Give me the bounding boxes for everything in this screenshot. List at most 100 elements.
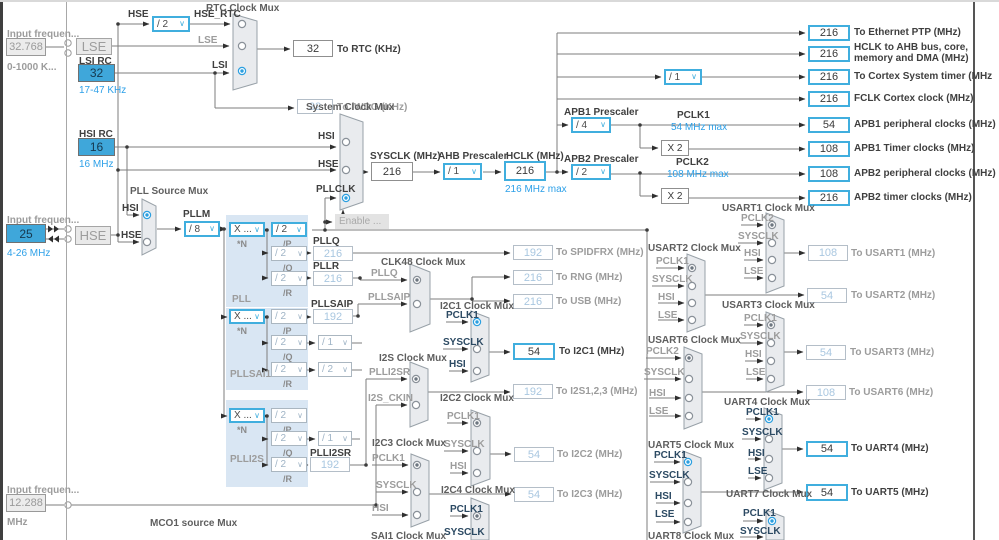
chevron-down-icon: ∨ [342,366,348,374]
apb2-prescaler-select[interactable]: / 2∨ [571,164,611,180]
usart6-hsi-radio[interactable] [685,394,692,401]
fclk-cortex-value[interactable]: 216 [808,91,850,107]
rtc-lsi-radio[interactable] [238,67,245,74]
i2c1-label: To I2C1 (MHz) [559,346,624,357]
pllsai-r2-select[interactable]: / 2∨ [318,362,352,377]
uart5-lse-label: LSE [655,509,674,520]
uart4-hsi-radio[interactable] [765,455,772,462]
uart4-value[interactable]: 54 [806,441,848,457]
clk48-mux-title: CLK48 Clock Mux [381,257,465,268]
ahb-prescaler-select[interactable]: / 1∨ [443,163,482,180]
enable-css-button[interactable]: Enable ... [335,214,389,229]
usart1-pclk2-label: PCLK2 [741,213,774,224]
rng-label: To RNG (MHz) [556,272,622,283]
usart6-sysclk-radio[interactable] [685,375,692,382]
i2c3-hsi-radio[interactable] [413,511,420,518]
chevron-down-icon: ∨ [297,313,303,321]
plli2s-n-select[interactable]: X ...∨ [229,408,265,423]
pll-p-select[interactable]: / 2∨ [271,222,307,237]
usart1-hsi-radio[interactable] [768,256,775,263]
clk48-pllq-radio[interactable] [413,276,420,283]
i2s-ckin-radio[interactable] [412,401,419,408]
i2c1-value[interactable]: 54 [513,343,555,360]
ethernet-ptp-label: To Ethernet PTP (MHz) [854,27,961,38]
i2s-ckin-frequency-field[interactable]: 12.288 [6,494,46,512]
pllsai-n-label: *N [237,326,247,336]
cortex-timer-divider-select[interactable]: / 1∨ [664,69,702,85]
apb1-prescaler-select[interactable]: / 4∨ [571,117,611,133]
apb1-timer-label: APB1 Timer clocks (MHz) [854,143,974,154]
sys-hse-radio[interactable] [342,166,349,173]
apb1-peripheral-value[interactable]: 54 [808,117,850,133]
pclk1-max-hint: 54 MHz max [671,122,727,133]
clk48-pllsaip-radio[interactable] [413,300,420,307]
apb2-timer-label: APB2 timer clocks (MHz) [854,192,972,203]
plli2s-n-label: *N [237,425,247,435]
usart1-value: 108 [808,245,848,261]
rtc-lse-radio[interactable] [238,42,245,49]
usart6-pclk2-radio[interactable] [685,354,692,361]
i2c2-hsi-radio[interactable] [473,469,480,476]
cortex-timer-value[interactable]: 216 [808,69,850,85]
pllm-divider-select[interactable]: / 8∨ [184,221,220,237]
uart7-pclk1-label: PCLK1 [743,508,776,519]
cortex-timer-label: To Cortex System timer (MHz [854,71,992,82]
pll-n-select[interactable]: X ...∨ [229,222,265,237]
plli2s-q2-select[interactable]: / 1∨ [318,431,352,446]
pllsrc-hsi-radio[interactable] [143,211,150,218]
usart2-lse-radio[interactable] [688,316,695,323]
plli2s-p-select[interactable]: / 2∨ [271,408,307,423]
pllsrc-hse-radio[interactable] [143,238,150,245]
rtc-lsi-label: LSI [212,60,228,71]
pll-r-label: /R [283,288,292,298]
pll-r-select[interactable]: / 2∨ [271,271,307,286]
uart5-hsi-radio[interactable] [684,499,691,506]
i2c3-pclk1-radio[interactable] [413,461,420,468]
divider-value: / 2 [275,273,286,284]
usart2-label: To USART2 (MHz) [851,290,935,301]
pllsai-r-select[interactable]: / 2∨ [271,362,307,377]
ethernet-ptp-value[interactable]: 216 [808,25,850,41]
usart3-hsi-label: HSI [745,349,762,360]
i2s-ckin-label: I2S_CKIN [368,393,413,404]
pll-source-mux-shape [142,199,156,255]
i2c1-hsi-label: HSI [449,359,466,370]
sys-hsi-radio[interactable] [342,138,349,145]
rtc-hse-rtc-radio[interactable] [238,20,245,27]
usart3-mux-title: USART3 Clock Mux [722,300,815,311]
pllsai-q-select[interactable]: / 2∨ [271,335,307,350]
hclk-value[interactable]: 216 [504,161,546,181]
apb2-peripheral-value[interactable]: 108 [808,166,850,182]
usart6-lse-radio[interactable] [685,412,692,419]
divider-value: / 2 [275,311,286,322]
hclk-max-hint: 216 MHz max [505,184,567,195]
i2c3-label: To I2C3 (MHz) [557,489,622,500]
pllr-value: 216 [313,271,353,286]
rtc-hse-divider-select[interactable]: / 2∨ [152,16,190,32]
usart3-lse-radio[interactable] [767,375,774,382]
plli2s-q-select[interactable]: / 2∨ [271,431,307,446]
usart2-pclk1-radio[interactable] [688,264,695,271]
uart5-lse-radio[interactable] [684,518,691,525]
pll-q-select[interactable]: / 2∨ [271,246,307,261]
hclk-ahb-value[interactable]: 216 [808,46,850,62]
usart2-lse-label: LSE [658,310,677,321]
sys-pllclk-radio[interactable] [342,194,349,201]
usart2-hsi-radio[interactable] [688,299,695,306]
pllsai-q2-select[interactable]: / 1∨ [318,335,352,350]
apb1-timer-value[interactable]: 108 [808,141,850,157]
i2c1-hsi-radio[interactable] [473,367,480,374]
pllsai-n-select[interactable]: X ...∨ [229,309,265,324]
i2s-plli2sr-radio[interactable] [412,375,419,382]
usart3-hsi-radio[interactable] [767,357,774,364]
hse-frequency-field[interactable]: 25 [6,224,46,243]
chevron-down-icon: ∨ [600,121,606,129]
divider-value: / 1 [448,166,459,177]
usart1-lse-radio[interactable] [768,274,775,281]
uart5-value[interactable]: 54 [806,484,848,501]
lse-frequency-field[interactable]: 32.768 [6,38,46,56]
pllsai-p-select[interactable]: / 2 ∨ [271,309,307,324]
sysclk-value: 216 [371,162,413,181]
i2s-ckin-unit-label: MHz [7,517,28,528]
plli2s-r-select[interactable]: / 2∨ [271,457,307,472]
